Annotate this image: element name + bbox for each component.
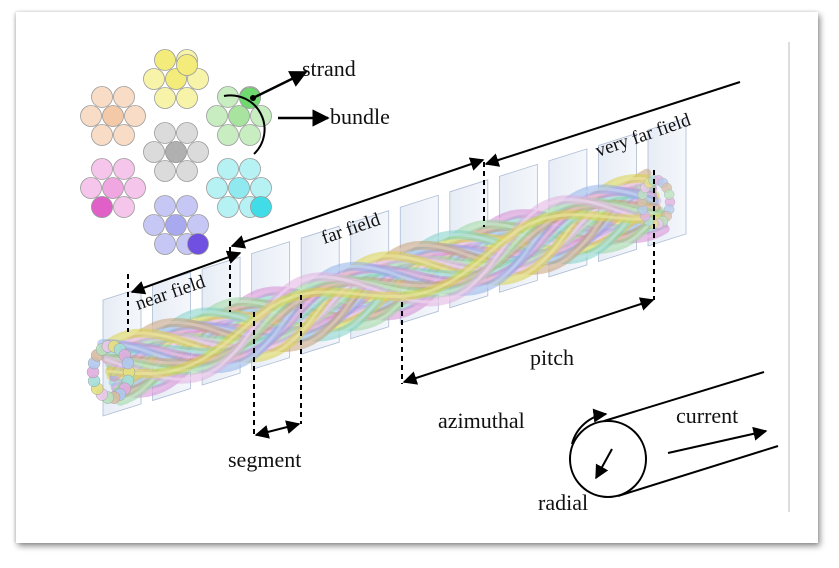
- strand-circle: [154, 122, 176, 144]
- strand-circle: [113, 86, 135, 108]
- strand-circle: [102, 177, 124, 199]
- strand-circle: [154, 195, 176, 217]
- strand-circle: [80, 105, 102, 127]
- bundle-bottom: [143, 195, 209, 255]
- current-arrow: [667, 426, 768, 454]
- strand-circle: [124, 177, 146, 199]
- current-cylinder: [569, 371, 779, 498]
- strand-pointer-dot: [250, 95, 256, 101]
- strand-circle: [143, 141, 165, 163]
- bundle-lower_left: [80, 158, 146, 218]
- bundle-label: bundle: [330, 104, 390, 129]
- strand-circle: [176, 160, 198, 182]
- strand-circle: [113, 196, 135, 218]
- cable-end-strand: [663, 189, 675, 200]
- strand-circle: [91, 158, 113, 180]
- bundle-center: [143, 122, 209, 182]
- strand-circle: [80, 177, 102, 199]
- strand-circle: [217, 158, 239, 180]
- strand-circle: [217, 124, 239, 146]
- strand-circle: [143, 214, 165, 236]
- radial-arrow: [595, 448, 613, 480]
- strand-circle: [176, 195, 198, 217]
- segment-label: segment: [228, 447, 301, 472]
- strand-circle: [154, 233, 176, 255]
- strand-circle: [239, 158, 261, 180]
- strand-circle: [187, 141, 209, 163]
- cross-section: [80, 49, 272, 255]
- strand-circle: [250, 196, 272, 218]
- strand-circle: [176, 122, 198, 144]
- strand-circle: [176, 87, 198, 109]
- cable-strand-highlight: [103, 200, 661, 373]
- strand-circle: [91, 196, 113, 218]
- radial-label: radial: [538, 490, 588, 515]
- cable-strand-highlight: [108, 213, 662, 376]
- near-field-arrow: [130, 250, 242, 295]
- figure-frame: strand bundle near field far field very …: [16, 12, 818, 543]
- strand-circle: [154, 160, 176, 182]
- azimuthal-arrow: [571, 408, 608, 445]
- strand-circle: [239, 124, 261, 146]
- bundle-arc: [223, 94, 266, 155]
- strand-circle: [154, 87, 176, 109]
- strand-circle: [154, 49, 176, 71]
- cylinder-end-circle: [569, 420, 647, 498]
- strand-circle: [124, 105, 146, 127]
- bundle-top: [143, 49, 209, 109]
- pitch-label: pitch: [530, 345, 574, 370]
- strand-circle: [165, 214, 187, 236]
- strand-circle: [217, 196, 239, 218]
- pitch-arrow: [402, 297, 655, 385]
- very-far-field-arrow: [484, 81, 741, 167]
- strand-circle: [143, 68, 165, 90]
- twisted-cable: [86, 168, 676, 406]
- strand-circle: [250, 177, 272, 199]
- bundle-upper_left: [80, 86, 146, 146]
- litz-wire-diagram: strand bundle near field far field very …: [80, 42, 790, 515]
- strand-circle: [228, 105, 250, 127]
- current-label: current: [676, 403, 738, 428]
- strand-pointer-arrow: [252, 70, 308, 100]
- strand-circle: [187, 214, 209, 236]
- strand-circle: [206, 177, 228, 199]
- strand-circle: [102, 105, 124, 127]
- strand-circle: [206, 105, 228, 127]
- azimuthal-label: azimuthal: [438, 408, 525, 433]
- strand-circle: [91, 86, 113, 108]
- strand-circle: [165, 141, 187, 163]
- strand-label: strand: [302, 56, 356, 81]
- strand-circle: [91, 124, 113, 146]
- strand-circle: [217, 86, 239, 108]
- far-field-arrow: [230, 157, 485, 249]
- segment-arrow: [254, 420, 301, 439]
- cable-end-strand: [121, 356, 135, 370]
- strand-circle: [187, 233, 209, 255]
- strand-circle: [113, 158, 135, 180]
- strand-circle: [228, 177, 250, 199]
- strand-circle: [176, 54, 198, 76]
- strand-circle: [113, 124, 135, 146]
